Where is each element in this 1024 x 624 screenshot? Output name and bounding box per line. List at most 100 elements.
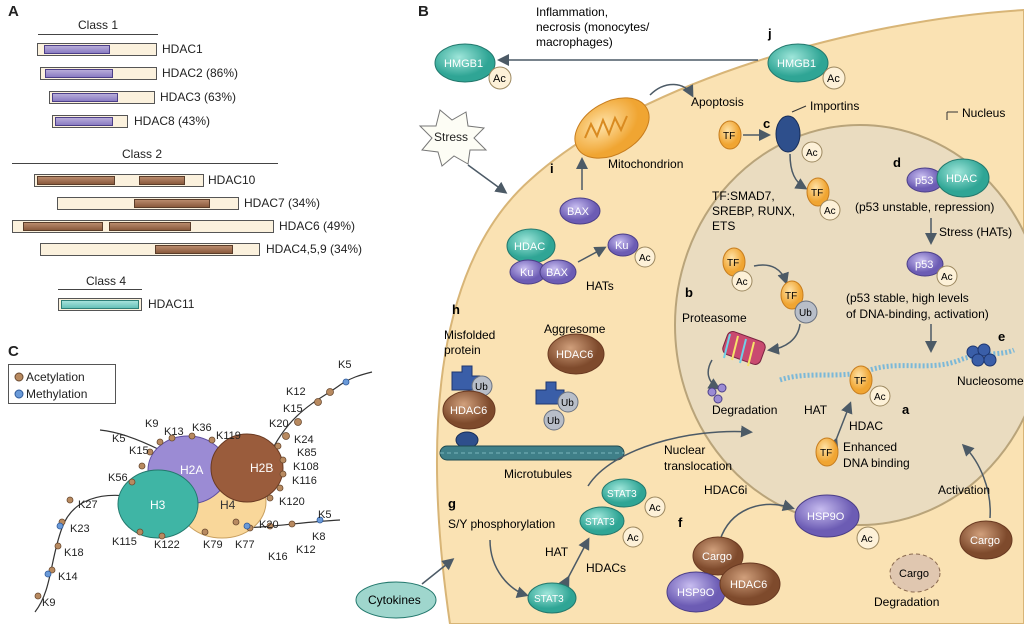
hat-label-a: HAT (804, 403, 828, 417)
panel-label-b: B (418, 3, 429, 20)
bax-bound-label: BAX (546, 267, 569, 279)
misfolded-line-2: protein (444, 343, 481, 357)
sub-label-g: g (448, 496, 456, 511)
nucleosome-histone-diagram: H2A H2B H3 H4 K5 K12 K15 K20 K24 K85 K10… (34, 359, 373, 613)
cargo-degraded (889, 553, 941, 593)
modification-legend (8, 364, 116, 404)
lysine-k5-top: K5 (338, 359, 351, 371)
bax-free-label: BAX (567, 206, 590, 218)
hdac1-label: HDAC1 (162, 42, 203, 56)
tf-cytoplasm-label: TF (723, 131, 735, 142)
hsp90-ac-label: Ac (861, 534, 873, 545)
lysine-k77: K77 (235, 539, 255, 551)
aggresome-label: Aggresome (544, 322, 606, 336)
panel-label-a: A (8, 3, 19, 20)
nucleosome-label: Nucleosome (957, 374, 1024, 388)
ku-release-arrow (577, 246, 607, 263)
lysine-k12-top: K12 (286, 386, 306, 398)
sub-label-h: h (452, 302, 460, 317)
tf-acetylated-label: TF (727, 258, 739, 269)
class1-title: Class 1 (78, 18, 119, 32)
class4-rule (58, 289, 142, 290)
tf-dna-bound-ac-label: Ac (874, 392, 886, 403)
h2b-histone (210, 433, 284, 503)
tf-enhanced (815, 437, 839, 467)
tf-list-line-2: SREBP, RUNX, (712, 204, 795, 218)
hmgb1-inside-ac (822, 66, 846, 90)
h2a-label: H2A (180, 463, 203, 477)
hsp90-complex-label: HSP9O (677, 587, 715, 599)
inflammation-line-2: necrosis (monocytes/ (536, 20, 650, 34)
hmgb1-inside-ac-label: Ac (827, 73, 840, 85)
hmgb1-outside (434, 43, 496, 83)
lysine-k15-top: K15 (283, 403, 303, 415)
sub-label-c: c (763, 116, 770, 131)
hdac459-label: HDAC4,5,9 (34%) (266, 242, 363, 256)
ku-free-ac-label: Ac (639, 253, 651, 264)
p53-stable-line-1: (p53 stable, high levels (846, 291, 969, 305)
hdac-label-a: HDAC (849, 419, 883, 433)
hdac8-label: HDAC8 (43%) (134, 114, 211, 128)
h2b-label: H2B (250, 461, 273, 475)
apoptosis-label: Apoptosis (691, 95, 744, 109)
legend-acetylation-label: Acetylation (26, 370, 85, 384)
tf-dna-bound-label: TF (854, 376, 866, 387)
hdac7-label: HDAC7 (34%) (244, 196, 321, 210)
tf-nuclear-ac (819, 199, 841, 221)
bax-free (559, 197, 601, 225)
stress-hats-label: Stress (HATs) (939, 225, 1012, 239)
methylation-marks (44, 378, 350, 578)
aggresome-ub-2-label: Ub (547, 416, 560, 427)
class2-rule (12, 163, 278, 164)
tf-enhanced-label: TF (820, 448, 832, 459)
tf-ub-tag-label: Ub (799, 308, 812, 319)
stat3-acetylated-1-label: STAT3 (607, 489, 637, 500)
stat3-acetylated-2 (579, 506, 625, 536)
tf-dna-bound (849, 365, 873, 395)
stat3-2-ac (622, 526, 644, 548)
hdac2-domain-bar (40, 67, 157, 80)
inflammation-line-1: Inflammation, (536, 5, 608, 19)
cell-signalling-diagram: Stress j Inflammation, necrosis (monocyt… (355, 5, 1024, 624)
lysine-k115: K115 (112, 536, 137, 548)
sub-label-a: a (902, 402, 910, 417)
lysine-k18: K18 (64, 547, 84, 559)
activation-label: Activation (938, 483, 990, 497)
p53-active-label: p53 (915, 259, 933, 271)
p53-active (906, 251, 944, 277)
nuclear-translocation-arrow (587, 425, 753, 487)
lysine-k27: K27 (78, 499, 98, 511)
hdac1-domain-bar (37, 43, 157, 56)
tf-acetylated-ac-label: Ac (736, 277, 748, 288)
nuclear-line-2: translocation (664, 459, 732, 473)
sub-label-d: d (893, 155, 901, 170)
hdac6-complex-label: HDAC6 (730, 579, 767, 591)
tf-nuclear-ac-label: Ac (824, 206, 836, 217)
p53-active-ac-label: Ac (941, 272, 953, 283)
lysine-k15-h2a: K15 (129, 445, 149, 457)
lysine-k12-h4: K12 (296, 544, 316, 556)
aggresome-ub-1 (557, 391, 579, 413)
hdac459-domain-bar (40, 243, 260, 256)
mitochondrion-cristae (584, 115, 628, 139)
stress-arrow (467, 164, 508, 194)
hdac11-label: HDAC11 (148, 297, 195, 311)
stat3-acetylated-2-label: STAT3 (585, 517, 615, 528)
apoptosis-arrow (649, 83, 694, 98)
importin-to-nucleus-arrow (789, 153, 808, 190)
ku-free-label: Ku (615, 240, 628, 252)
class4-title: Class 4 (86, 274, 127, 288)
cargo-activated (959, 520, 1013, 560)
hdac3-label: HDAC3 (63%) (160, 90, 237, 104)
hdac-p53-label: HDAC (946, 173, 977, 185)
hdac-p53 (936, 158, 990, 198)
lysine-k13: K13 (164, 426, 184, 438)
sub-label-f: f (678, 515, 683, 530)
lysine-k14: K14 (58, 571, 78, 583)
h3-histone (117, 469, 199, 539)
lysine-k9-h3: K9 (42, 597, 55, 609)
legend-methylation-dot (14, 389, 24, 399)
hdac6i-arrow (719, 499, 795, 541)
degradation-label-f: Degradation (874, 595, 939, 609)
activation-arrow (961, 443, 991, 519)
